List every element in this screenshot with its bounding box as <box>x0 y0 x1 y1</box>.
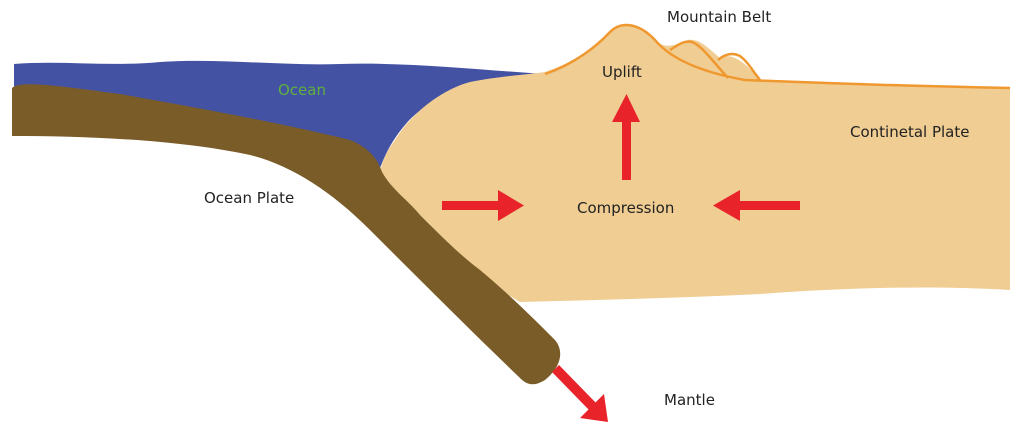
mountain-belt-label: Mountain Belt <box>667 8 771 26</box>
ocean-plate-label: Ocean Plate <box>204 189 294 207</box>
uplift-label: Uplift <box>602 63 642 81</box>
continental-plate-label: Continetal Plate <box>850 123 969 141</box>
mantle-arrow <box>552 365 608 422</box>
ocean-label: Ocean <box>278 81 326 99</box>
compression-label: Compression <box>577 199 674 217</box>
mantle-label: Mantle <box>664 391 715 409</box>
